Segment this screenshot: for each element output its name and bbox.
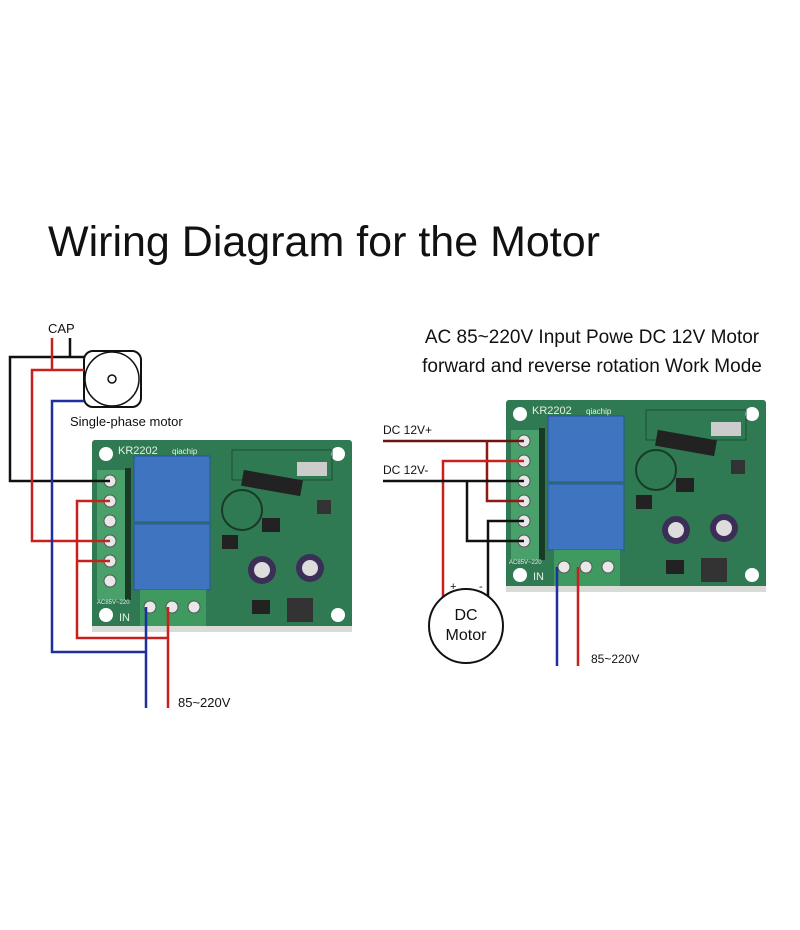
right-heading-line2: forward and reverse rotation Work Mode [422, 356, 762, 377]
left-diagram: KR2202 qiachip AC85V~220 IN CAP Single-p… [8, 321, 353, 710]
cap-label: CAP [48, 321, 75, 336]
relay-board-right [505, 399, 767, 593]
right-heading-line1: AC 85~220V Input Powe DC 12V Motor [425, 327, 760, 348]
ac-label-left: AC85V~220 [97, 600, 130, 606]
dc-motor [428, 588, 504, 664]
dc-plus-label: DC 12V+ [383, 423, 432, 437]
board-brand-right: qiachip [586, 407, 612, 416]
motor-label: Single-phase motor [70, 414, 183, 429]
in-label-right: IN [533, 571, 544, 583]
relay-board-left [91, 439, 353, 633]
in-label-left: IN [119, 612, 130, 624]
ac-label-right: AC85V~220 [509, 560, 542, 566]
right-diagram: AC 85~220V Input Powe DC 12V Motor forwa… [383, 327, 767, 666]
board-model-right: KR2202 [532, 405, 572, 417]
dc-minus-label: DC 12V- [383, 463, 428, 477]
right-wires [383, 439, 580, 666]
board-model-left: KR2202 [118, 445, 158, 457]
dc-motor-label-line2: Motor [446, 627, 488, 644]
left-wires [8, 338, 170, 708]
dc-motor-label-line1: DC [454, 607, 477, 624]
motor-plus-sign: + [450, 581, 456, 593]
motor-minus-sign: - [479, 581, 483, 593]
voltage-label-left: 85~220V [178, 695, 231, 710]
diagram-title: Wiring Diagram for the Motor [48, 218, 600, 266]
single-phase-motor [83, 350, 142, 408]
board-brand-left: qiachip [172, 447, 198, 456]
voltage-label-right: 85~220V [591, 652, 639, 666]
